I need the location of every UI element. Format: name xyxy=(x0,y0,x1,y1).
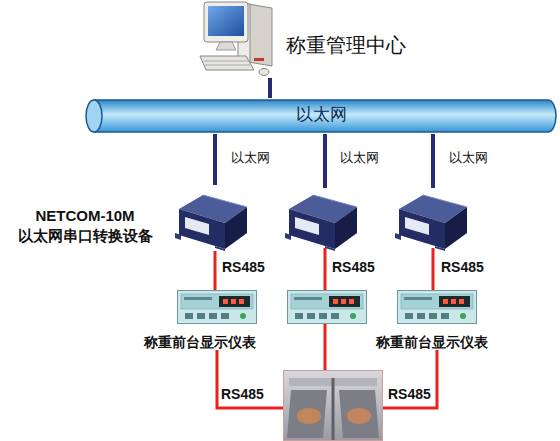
rs485-wire xyxy=(324,324,327,370)
ethernet-band: 以太网 xyxy=(84,98,558,134)
rs485-wire xyxy=(324,248,327,290)
converter-device xyxy=(395,195,467,251)
converter-device xyxy=(285,195,357,251)
node-graphic xyxy=(398,291,477,324)
signal-label: RS485 xyxy=(388,386,431,403)
signal-label: RS485 xyxy=(441,259,484,276)
node-shape xyxy=(397,290,477,324)
converter-device: NETCOM-10M 以太网串口转换设备 xyxy=(175,185,251,251)
connector-label: 以太网 xyxy=(231,150,270,166)
display-meter xyxy=(288,291,367,324)
node-label: 称重前台显示仪表 xyxy=(362,333,502,352)
node-label: 称重管理中心 xyxy=(286,32,456,59)
node-label: NETCOM-10M 以太网串口转换设备 xyxy=(0,206,171,247)
node-shape xyxy=(175,185,251,251)
connector-line xyxy=(214,251,217,290)
node-label: 称重前台显示仪表 xyxy=(130,333,270,352)
connector-label: RS485 xyxy=(222,259,265,276)
rs485-wire xyxy=(432,248,435,290)
rs485-wire xyxy=(383,350,437,408)
weighbridge-photo xyxy=(284,371,383,441)
signal-label: RS485 xyxy=(332,259,375,276)
display-meter: 称重前台显示仪表 xyxy=(397,290,477,324)
ethernet-wire xyxy=(431,134,435,188)
node-shape xyxy=(177,290,257,324)
node-graphic xyxy=(178,291,257,324)
node-graphic xyxy=(175,195,247,251)
computer-node: 称重管理中心 xyxy=(198,0,278,78)
display-meter: 称重前台显示仪表 xyxy=(177,290,257,324)
node-graphic xyxy=(200,2,272,76)
signal-label: RS485 xyxy=(221,386,264,403)
wire-label: 以太网 xyxy=(340,150,379,166)
node-shape xyxy=(198,0,278,78)
wire-label: 以太网 xyxy=(449,150,488,166)
rs485-wire xyxy=(217,350,283,408)
connector-line xyxy=(213,134,217,185)
ethernet-wire xyxy=(323,134,327,188)
node-label: 以太网 xyxy=(84,104,558,127)
connector-line xyxy=(268,78,272,98)
